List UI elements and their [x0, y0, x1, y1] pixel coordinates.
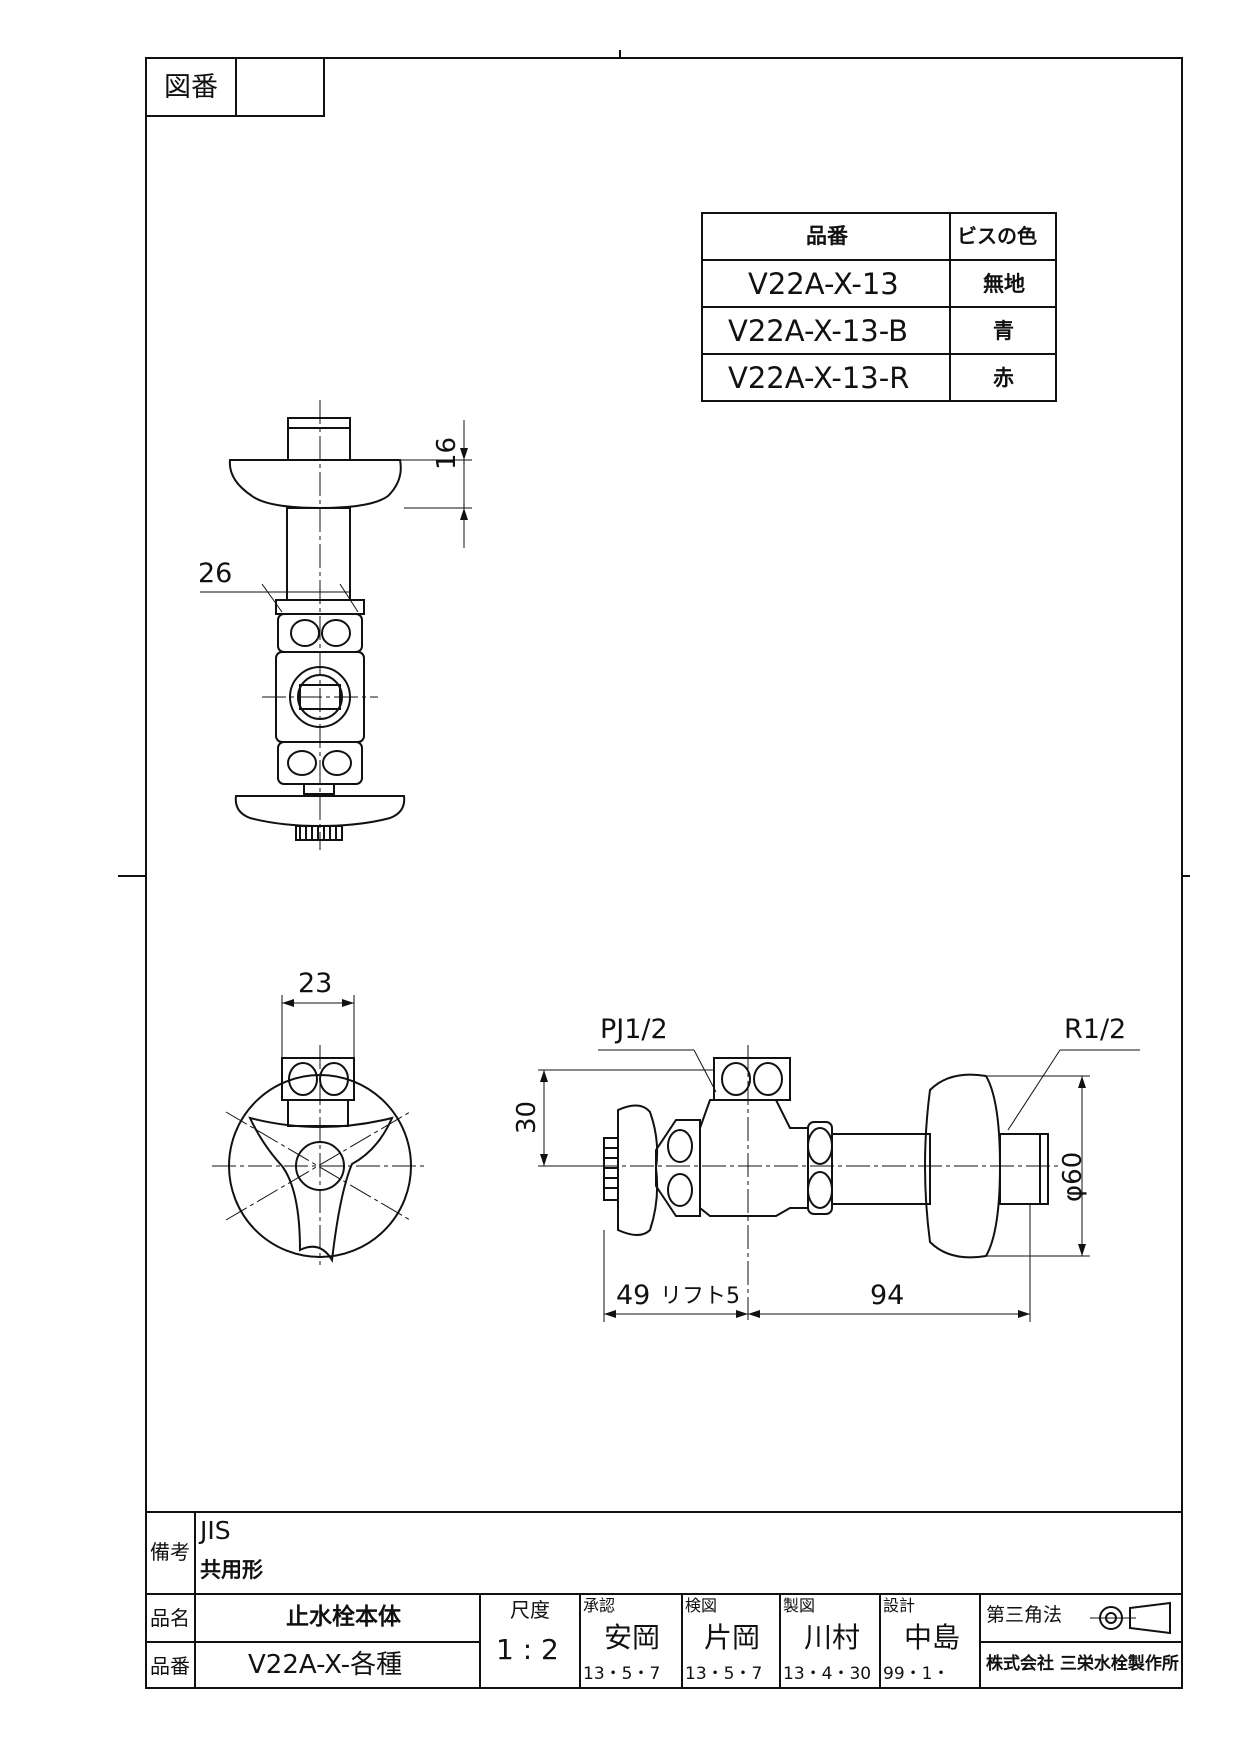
table-cell-part-no: V22A-X-13 [748, 267, 899, 301]
check-date: 13・5・7 [685, 1664, 763, 1684]
drawing-border [145, 57, 1183, 1689]
dimension-26: 26 [198, 558, 233, 589]
top-view [200, 400, 472, 850]
check-label: 検図 [685, 1596, 718, 1615]
part-number-value: V22A-X-各種 [248, 1650, 403, 1680]
table-cell-part-no: V22A-X-13-B [728, 314, 909, 348]
table-cell-screw-color: 無地 [983, 272, 1025, 296]
part-number-label: 品番 [150, 1654, 190, 1678]
design-name: 中島 [904, 1621, 961, 1654]
scale-value: 1 : 2 [496, 1633, 559, 1666]
notes-standard: JIS [200, 1516, 231, 1545]
approve-name: 安岡 [604, 1621, 661, 1654]
front-view [212, 995, 428, 1265]
label-pj-thread: PJ1/2 [600, 1014, 668, 1045]
scale-label: 尺度 [510, 1598, 550, 1622]
projection-label: 第三角法 [986, 1604, 1063, 1626]
approve-date: 13・5・7 [583, 1664, 661, 1684]
approve-label: 承認 [583, 1596, 616, 1615]
table-header-part-no: 品番 [806, 224, 848, 248]
notes-label: 備考 [150, 1540, 190, 1564]
product-name-value: 止水栓本体 [286, 1604, 401, 1630]
side-view [538, 1045, 1140, 1322]
table-cell-screw-color: 赤 [993, 366, 1014, 390]
design-date: 99・1・ [883, 1664, 950, 1684]
table-header-screw-color: ビスの色 [957, 224, 1037, 248]
product-name-label: 品名 [150, 1606, 190, 1630]
table-cell-part-no: V22A-X-13-R [728, 361, 910, 395]
label-lift: リフト5 [660, 1284, 740, 1309]
draw-name: 川村 [804, 1621, 861, 1654]
drawing-number-label: 図番 [164, 72, 218, 103]
variants-table-grid [701, 212, 1057, 402]
dimension-49: 49 [616, 1280, 651, 1311]
draw-label: 製図 [783, 1596, 816, 1615]
dimension-diameter-60: φ60 [1058, 1151, 1088, 1202]
company-name: 株式会社 三栄水栓製作所 [986, 1654, 1179, 1674]
dimension-30: 30 [512, 1100, 542, 1134]
third-angle-projection-symbol [1090, 1601, 1171, 1635]
dimension-23: 23 [298, 968, 333, 999]
design-label: 設計 [883, 1596, 916, 1615]
table-cell-screw-color: 青 [993, 319, 1014, 343]
dimension-16: 16 [432, 436, 462, 470]
title-block-grid [146, 1511, 1182, 1688]
dimension-94: 94 [870, 1280, 905, 1311]
label-r-thread: R1/2 [1064, 1014, 1127, 1045]
check-name: 片岡 [704, 1621, 761, 1654]
draw-date: 13・4・30 [783, 1664, 872, 1684]
notes-type: 共用形 [200, 1558, 263, 1582]
